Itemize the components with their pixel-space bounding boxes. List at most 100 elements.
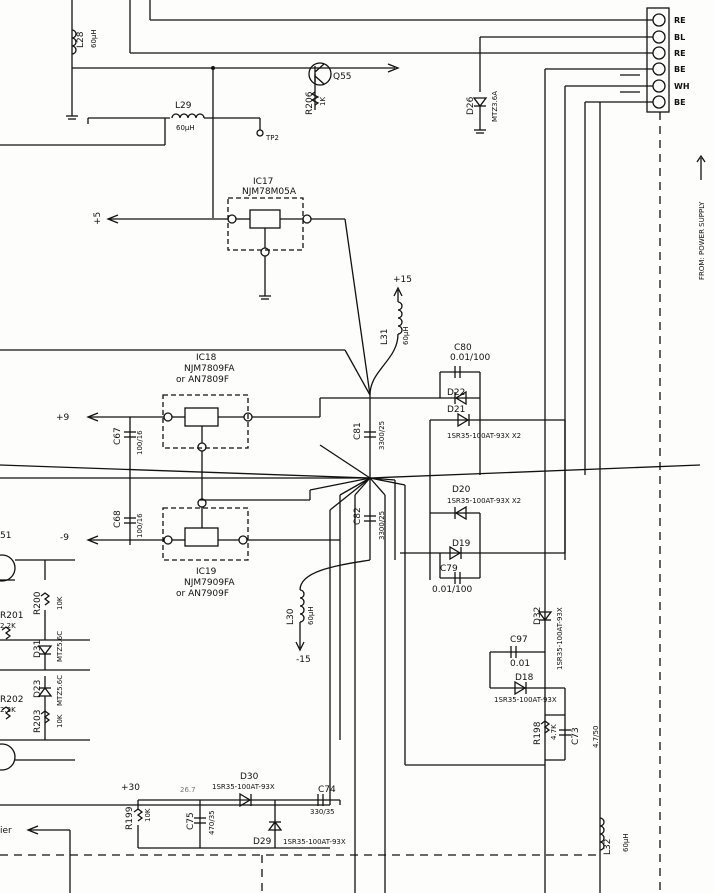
pin-label-3: RE	[674, 49, 686, 58]
d21-label: D21	[447, 405, 465, 415]
d18-part: 1SR35-100AT-93X	[494, 696, 557, 704]
plus30-section	[133, 792, 605, 851]
r198-ref: R198	[533, 721, 543, 745]
d20-part: 1SR35-100AT-93X X2	[447, 497, 521, 505]
c80-value: 0.01/100	[450, 353, 491, 363]
r199-value: 10K	[144, 808, 152, 822]
ic19-ref: IC19	[196, 567, 217, 577]
l29-value: 60µH	[176, 124, 195, 132]
pin-label-1: RE	[674, 16, 686, 25]
d30-part: 1SR35-100AT-93X	[212, 783, 275, 791]
d31-ref: D31	[33, 640, 43, 658]
c81-ref: C81	[353, 422, 363, 440]
connector-pin-4	[652, 62, 666, 76]
r201-ref: R201	[0, 611, 23, 621]
c67-value: 100/16	[136, 430, 144, 455]
r206-ref: R206	[305, 91, 315, 115]
plus9-label: +9	[56, 413, 70, 423]
pin-label-4: BE	[674, 65, 686, 74]
tier-label: ier	[0, 826, 12, 836]
pin-label-2: BL	[674, 33, 685, 42]
c82-ref: C82	[353, 507, 363, 525]
c73-ref: C73	[571, 727, 581, 745]
regulator-ic18	[86, 394, 321, 545]
connector-pin-5	[652, 79, 666, 93]
c81-value: 3300/25	[378, 421, 386, 450]
from-power-supply-label: FROM: POWER SUPPLY	[698, 201, 706, 280]
d26-value: MTZ3.6A	[491, 91, 499, 122]
regulator-ic19	[86, 498, 340, 561]
v267-label: 26.7	[180, 786, 196, 794]
c79-ref: C79	[440, 564, 458, 574]
capacitor-c68	[124, 517, 136, 524]
c75-value: 470/35	[208, 810, 216, 835]
c80-ref: C80	[454, 343, 472, 353]
inductor-l31	[369, 286, 403, 396]
plus30-label: +30	[121, 783, 140, 793]
c97-value: 0.01	[510, 659, 530, 669]
c74-ref: C74	[318, 785, 336, 795]
ic18-part2: or AN7809F	[176, 375, 229, 385]
bridge-lower	[400, 420, 566, 584]
l28-value: 60µH	[90, 29, 98, 48]
r202-ref: R202	[0, 695, 23, 705]
r203-value: 10K	[56, 714, 64, 728]
r199-ref: R199	[125, 806, 135, 830]
ic17-part: NJM78M05A	[242, 187, 297, 197]
inductor-l30	[295, 559, 371, 652]
plus15-label: +15	[393, 275, 412, 285]
c79-value: 0.01/100	[432, 585, 473, 595]
c97-ref: C97	[510, 635, 528, 645]
resistor-r206	[310, 91, 320, 106]
d22-label: D22	[447, 388, 465, 398]
l32-value: 60µH	[622, 833, 630, 852]
d32-part: 1SR35-100AT-93X	[556, 607, 564, 670]
zener-d26	[472, 97, 488, 134]
l30-ref: L30	[286, 608, 296, 625]
d23-value: MTZ5.6C	[56, 675, 64, 706]
l29-ref: L29	[175, 101, 192, 111]
ic17-ref: IC17	[253, 177, 273, 187]
d20-label: D20	[452, 485, 471, 495]
d32-ref: D32	[533, 607, 543, 625]
connector-pin-1	[652, 13, 666, 27]
capacitor-c67	[124, 431, 136, 438]
left-regulator-section	[0, 554, 90, 771]
d29-part: 1SR35-100AT-93X	[283, 838, 346, 846]
c82-value: 3300/25	[378, 511, 386, 540]
tp2-label: TP2	[265, 134, 279, 142]
r206-value: 1K	[319, 97, 327, 106]
connector-pin-2	[652, 30, 666, 44]
ground-star	[0, 395, 701, 893]
regulator-ic17	[106, 197, 371, 396]
r200-ref: R200	[33, 591, 43, 615]
ic18-ref: IC18	[196, 353, 217, 363]
c73-value: 4.7/50	[592, 726, 600, 748]
r203-ref: R203	[33, 710, 43, 733]
l31-value: 60µH	[402, 326, 410, 345]
c68-value: 100/16	[136, 513, 144, 538]
l31-ref: L31	[380, 329, 390, 345]
connector-wires	[71, 0, 653, 893]
d26-ref: D26	[466, 96, 476, 115]
d21-d22-part: 1SR35-100AT-93X X2	[447, 432, 521, 440]
c74-value: 330/35	[310, 808, 335, 816]
pin-label-6: BE	[674, 98, 686, 107]
ic19-part2: or AN7909F	[176, 589, 229, 599]
c67-ref: C67	[113, 427, 123, 445]
l28-ref: L28	[76, 31, 86, 48]
d30-ref: D30	[240, 772, 259, 782]
ic19-part1: NJM7909FA	[184, 578, 235, 588]
connector-pin-3	[652, 46, 666, 60]
r198-value: 4.7K	[550, 724, 558, 740]
d23-ref: D23	[33, 680, 43, 698]
l30-value: 60µH	[307, 606, 315, 625]
q51-label: 51	[0, 531, 11, 541]
minus15-label: -15	[296, 655, 311, 665]
minus9-label: -9	[60, 533, 69, 543]
d19-label: D19	[452, 539, 471, 549]
r200-value: 10K	[56, 596, 64, 610]
bridge-upper	[0, 349, 565, 580]
